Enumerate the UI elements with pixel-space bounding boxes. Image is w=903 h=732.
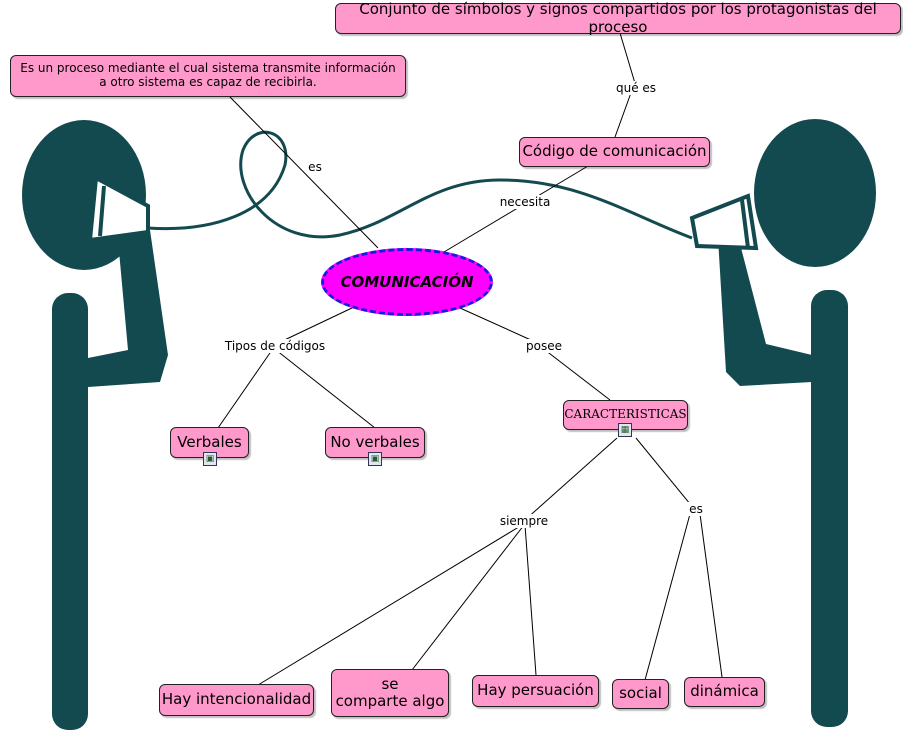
link-label-posee: posee [524, 339, 564, 353]
link-label-que-es: qué es [613, 81, 659, 95]
link-label-siempre: siempre [497, 514, 551, 528]
node-comunicacion-center[interactable]: COMUNICACIÓN [321, 248, 493, 316]
node-conjunto-simbolos[interactable]: Conjunto de símbolos y signos compartido… [335, 1, 901, 35]
node-codigo-comunicacion[interactable]: Código de comunicación [519, 137, 710, 167]
node-dinamica[interactable]: dinámica [684, 677, 765, 707]
phone-string [147, 130, 693, 240]
node-se-comparte-algo[interactable]: se comparte algo [331, 669, 449, 717]
right-cup-icon [689, 193, 759, 251]
node-social[interactable]: social [612, 679, 669, 709]
left-person-figure [22, 120, 168, 730]
link-label-tipos-de-codigos: Tipos de códigos [222, 339, 328, 353]
video-icon[interactable]: ▦ [618, 423, 632, 437]
image-icon[interactable]: ▣ [203, 452, 217, 466]
link-label-necesita: necesita [497, 195, 553, 209]
connector-lines [217, 32, 723, 686]
left-cup-icon [87, 174, 150, 243]
link-label-es-top: es [306, 160, 324, 174]
link-label-es-right: es [687, 502, 705, 516]
node-definicion[interactable]: Es un proceso mediante el cual sistema t… [10, 55, 406, 97]
node-hay-intencionalidad[interactable]: Hay intencionalidad [159, 684, 314, 716]
image-icon[interactable]: ▣ [368, 452, 382, 466]
node-hay-persuacion[interactable]: Hay persuación [472, 675, 599, 707]
right-person-figure [718, 119, 876, 727]
